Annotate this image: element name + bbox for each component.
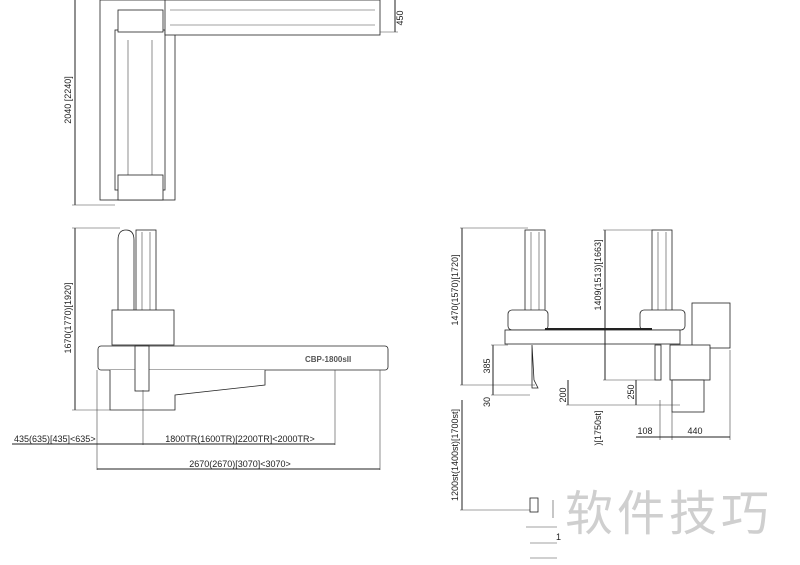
dim-front-height: 1670(1770)[1920] <box>63 282 73 353</box>
dim-250: 250 <box>626 384 636 399</box>
model-logo: CBP-1800sII <box>305 355 351 364</box>
dim-side-right-height: 1409(1513)[1663] <box>593 239 603 310</box>
dim-108: 108 <box>637 426 652 436</box>
dim-385: 385 <box>482 358 492 373</box>
dim-200: 200 <box>558 387 568 402</box>
dim-top-width: 450 <box>395 10 405 25</box>
side-view: 1470(1570)[1720] 1409(1513)[1663] 385 30… <box>450 227 731 559</box>
dim-stroke-right: )[1750st] <box>593 410 603 445</box>
front-view: CBP-1800sII 1670(1770)[1920] 435(635)[43… <box>12 227 389 470</box>
dim-front-total: 2670(2670)[3070]<3070> <box>189 459 291 469</box>
dim-top-height: 2040 [2240] <box>63 76 73 124</box>
top-view: 450 2040 [2240] <box>63 0 405 206</box>
dim-440: 440 <box>687 426 702 436</box>
dim-side-left-height: 1470(1570)[1720] <box>450 254 460 325</box>
dim-front-traverse: 1800TR(1600TR)[2200TR]<2000TR> <box>165 434 315 444</box>
dim-1: 1 <box>556 532 561 542</box>
dim-stroke: 1200st(1400st)[1700st] <box>450 409 460 501</box>
dim-30: 30 <box>482 397 492 407</box>
dim-front-offset: 435(635)[435]<635> <box>14 434 96 444</box>
watermark: 软件技巧 <box>565 486 773 542</box>
